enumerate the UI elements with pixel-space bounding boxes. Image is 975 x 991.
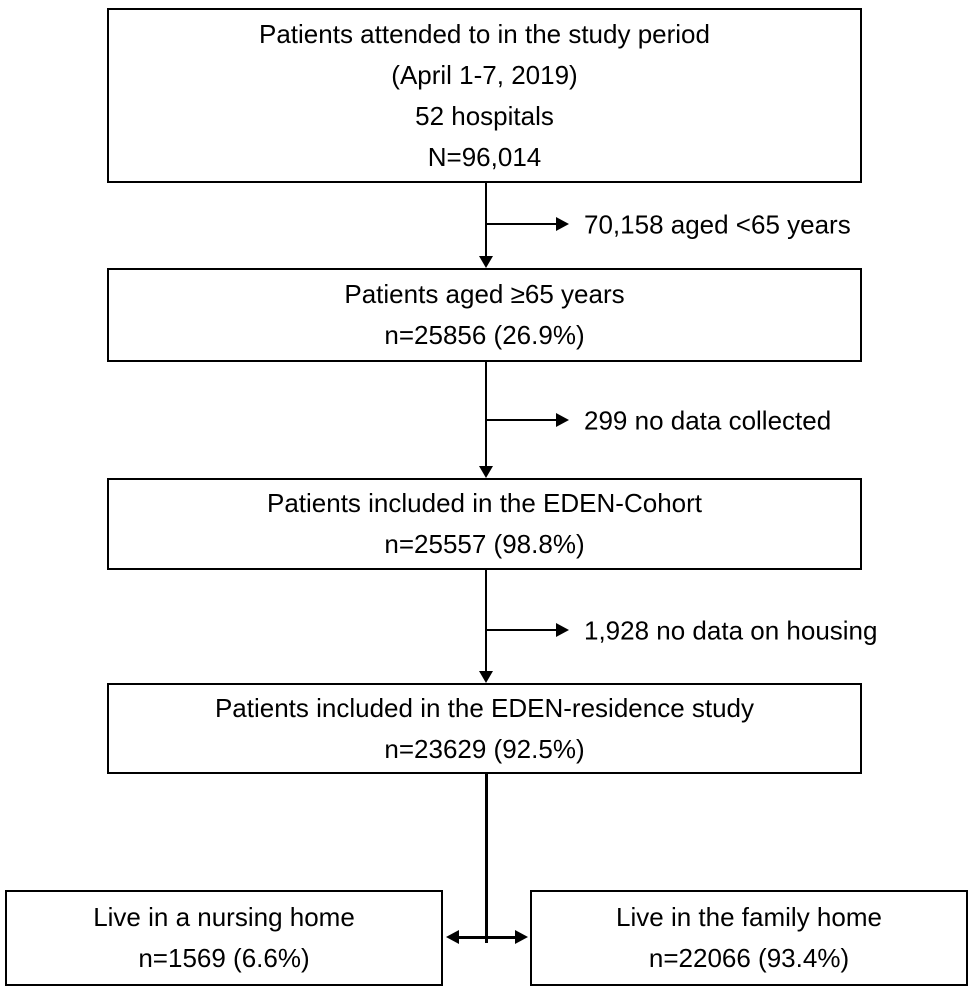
box-study-period-count: N=96,014: [427, 141, 542, 172]
box-aged-65-title: Patients aged ≥65 years: [344, 279, 625, 309]
right-arrowhead-icon: [556, 623, 569, 637]
exclusion-label-no-data-collected: 299 no data collected: [584, 405, 832, 436]
exclusion-label-aged-under-65: 70,158 aged <65 years: [584, 209, 851, 240]
box-nursing-home: Live in a nursing home n=1569 (6.6%): [5, 890, 443, 986]
box-eden-residence-count: n=23629 (92.5%): [384, 733, 585, 764]
connector-study-to-aged65: [485, 183, 487, 257]
down-arrowhead-icon: [479, 466, 493, 478]
connector-residence-to-split: [485, 774, 488, 943]
box-aged-65-count: n=25856 (26.9%): [384, 320, 585, 350]
box-aged-65: Patients aged ≥65 years n=25856 (26.9%): [107, 268, 862, 362]
down-arrowhead-icon: [479, 256, 493, 268]
box-family-home-title: Live in the family home: [616, 902, 882, 932]
box-study-period-hospitals: 52 hospitals: [415, 100, 554, 131]
box-nursing-home-count: n=1569 (6.6%): [138, 943, 310, 973]
left-arrowhead-icon: [446, 930, 459, 944]
right-arrowhead-icon: [556, 413, 569, 427]
right-arrowhead-icon: [556, 217, 569, 231]
split-arrow-line: [457, 936, 517, 939]
box-study-period: Patients attended to in the study period…: [107, 8, 862, 183]
box-nursing-home-title: Live in a nursing home: [93, 902, 355, 932]
box-eden-residence: Patients included in the EDEN-residence …: [107, 683, 862, 774]
box-study-period-dates: (April 1-7, 2019): [391, 59, 578, 90]
branch-line-aged-under-65: [486, 223, 557, 225]
box-eden-cohort-title: Patients included in the EDEN-Cohort: [266, 488, 702, 518]
connector-cohort-to-residence: [485, 570, 487, 672]
box-family-home: Live in the family home n=22066 (93.4%): [530, 890, 968, 986]
branch-line-no-data-on-housing: [486, 629, 557, 631]
box-eden-residence-title: Patients included in the EDEN-residence …: [214, 692, 755, 723]
exclusion-label-no-data-on-housing: 1,928 no data on housing: [584, 615, 878, 646]
connector-aged65-to-cohort: [485, 362, 487, 467]
box-family-home-count: n=22066 (93.4%): [648, 943, 850, 973]
box-eden-cohort-count: n=25557 (98.8%): [384, 529, 585, 559]
down-arrowhead-icon: [479, 671, 493, 683]
box-eden-cohort: Patients included in the EDEN-Cohort n=2…: [107, 478, 862, 570]
branch-line-no-data-collected: [486, 419, 557, 421]
right-arrowhead-icon: [515, 930, 528, 944]
box-study-period-title: Patients attended to in the study period: [259, 18, 710, 49]
